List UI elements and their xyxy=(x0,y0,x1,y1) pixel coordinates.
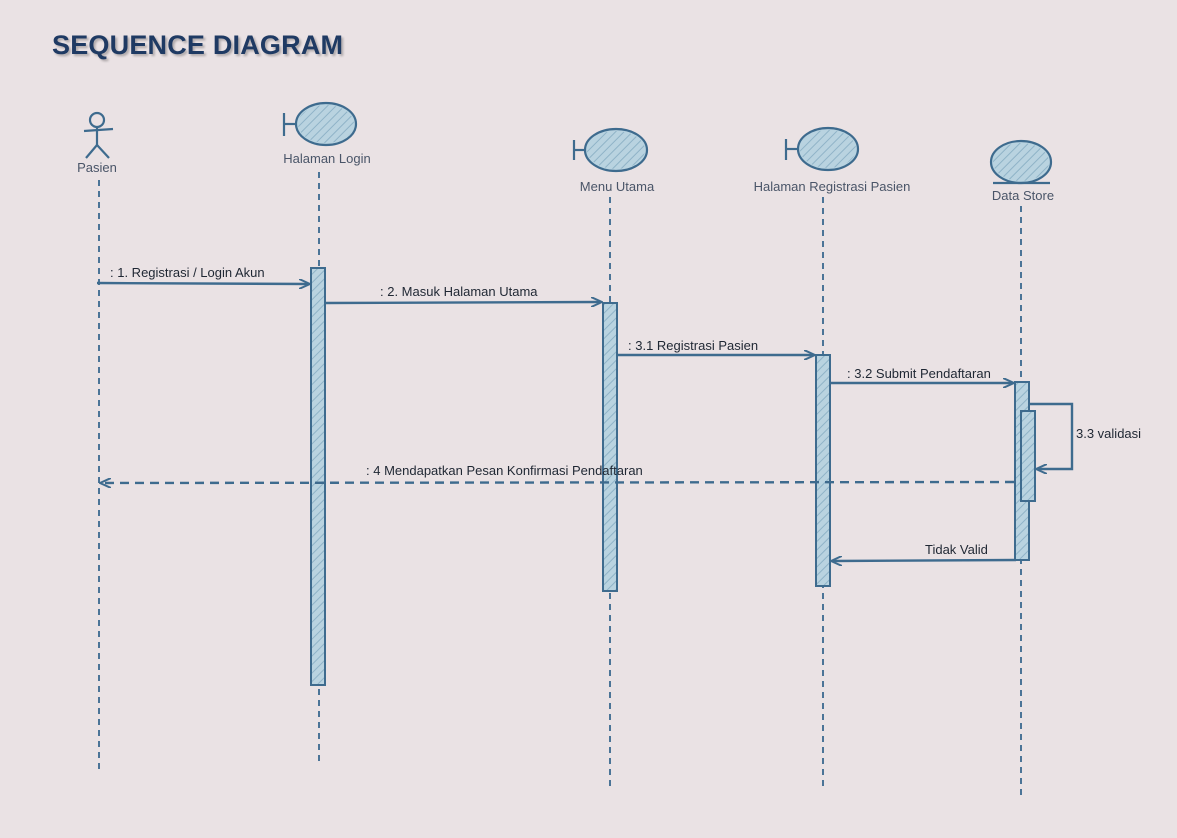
message-label-4: : 4 Mendapatkan Pesan Konfirmasi Pendaft… xyxy=(366,463,643,478)
activation-bar-halaman-login xyxy=(310,267,326,686)
message-label-tidak-valid: Tidak Valid xyxy=(925,542,988,557)
participant-label-data-store: Data Store xyxy=(992,188,1054,203)
participant-label-halaman-registrasi-pasien: Halaman Registrasi Pasien xyxy=(754,179,911,194)
boundary-icon xyxy=(282,101,358,147)
activation-bar-menu-utama xyxy=(602,302,618,592)
message-arrow-2 xyxy=(324,302,601,303)
actor-icon xyxy=(83,111,114,159)
message-label-3-1: : 3.1 Registrasi Pasien xyxy=(628,338,758,353)
message-arrow-1 xyxy=(96,283,309,284)
participant-label-menu-utama: Menu Utama xyxy=(580,179,655,194)
activation-bar-halaman-registrasi xyxy=(815,354,831,587)
message-arrow-tidak-valid xyxy=(832,560,1017,561)
message-label-3-3: 3.3 validasi xyxy=(1076,426,1141,441)
participant-label-pasien: Pasien xyxy=(77,160,117,175)
message-arrow-3-3-self xyxy=(1030,402,1074,469)
message-label-3-2: : 3.2 Submit Pendaftaran xyxy=(847,366,991,381)
entity-icon xyxy=(989,139,1053,185)
participant-label-halaman-login: Halaman Login xyxy=(283,151,370,166)
message-label-2: : 2. Masuk Halaman Utama xyxy=(380,284,538,299)
diagram-title: SEQUENCE DIAGRAM xyxy=(52,30,344,60)
activation-bar-data-store-nested xyxy=(1020,410,1036,502)
boundary-icon xyxy=(784,126,860,172)
message-arrow-4-return xyxy=(101,482,1015,483)
boundary-icon xyxy=(572,127,649,173)
message-label-1: : 1. Registrasi / Login Akun xyxy=(110,265,265,280)
